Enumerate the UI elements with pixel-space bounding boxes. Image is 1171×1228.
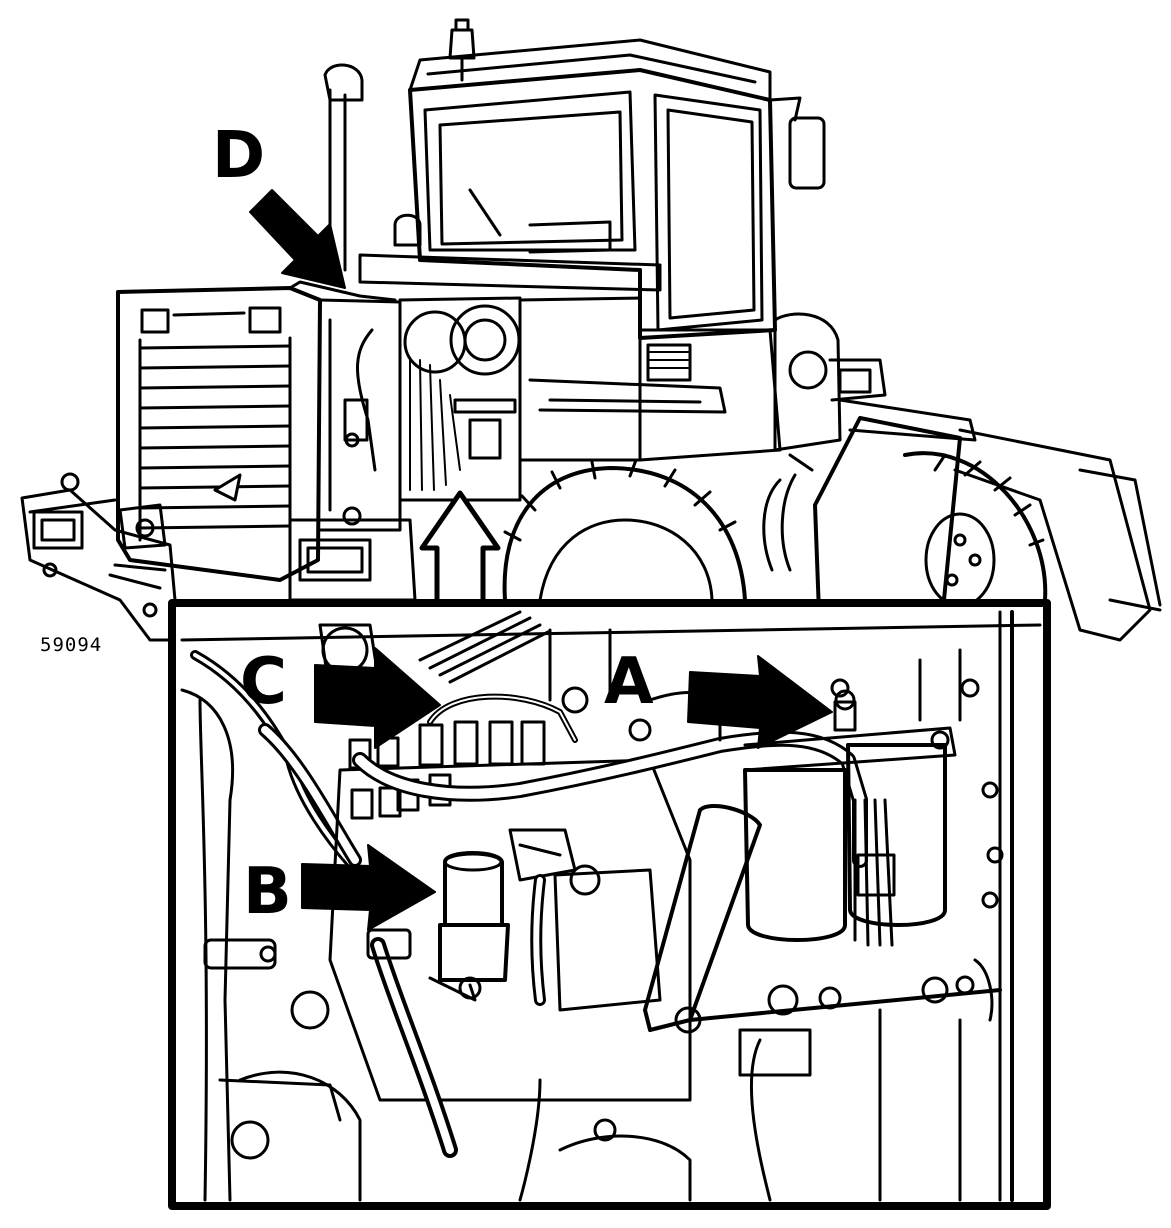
- arrow-a: [687, 655, 833, 749]
- arrow-b: [301, 844, 436, 931]
- callout-c-label: C: [240, 645, 287, 719]
- callout-a-label: A: [604, 645, 654, 719]
- arrow-d: [249, 189, 346, 289]
- wheel-loader-drawing: [20, 18, 1162, 646]
- callout-b-label: B: [243, 855, 292, 929]
- callout-d-label: D: [212, 119, 266, 193]
- arrow-up-outline: [419, 490, 501, 613]
- figure-number: 59094: [40, 634, 103, 656]
- arrow-c: [314, 647, 441, 749]
